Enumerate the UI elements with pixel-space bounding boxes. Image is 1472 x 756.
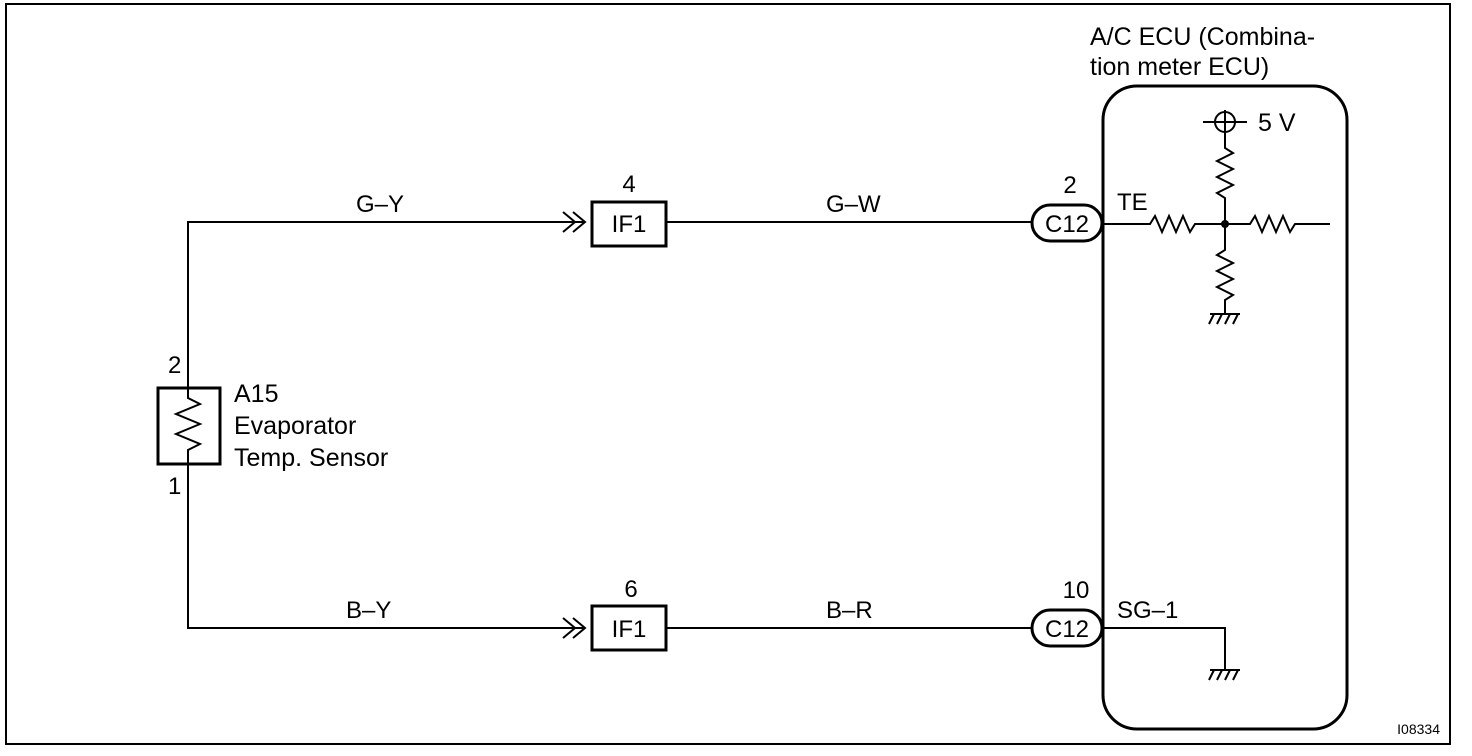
sensor-name-line1: Evaporator <box>234 412 356 440</box>
sensor-pin-2: 2 <box>168 352 181 379</box>
sensor-resistor-symbol <box>173 388 203 464</box>
connector-c12-top-label: C12 <box>1045 211 1089 238</box>
wire-g-y <box>187 221 584 388</box>
junction-if1-bottom-label: IF1 <box>612 616 647 643</box>
connector-arrow-bottom <box>562 617 587 639</box>
connector-pin-10: 10 <box>1063 577 1090 604</box>
ecu-outline <box>1101 84 1349 731</box>
pullup-resistor <box>1214 132 1236 224</box>
junction-if1-top-label: IF1 <box>612 211 647 238</box>
wire-b-y <box>187 464 584 629</box>
connector-c12-bottom-label: C12 <box>1045 616 1089 643</box>
supply-5v-cross <box>1203 110 1247 134</box>
ecu-title-line1: A/C ECU (Combina- <box>1090 23 1315 51</box>
sensor-name-line2: Temp. Sensor <box>234 444 388 472</box>
wire-label-g-y: G–Y <box>356 191 404 218</box>
sg1-ground-wire <box>1102 627 1226 670</box>
wire-label-b-r: B–R <box>826 597 873 624</box>
te-right-resistor <box>1225 213 1330 235</box>
junction-if1-top <box>590 200 668 248</box>
sensor-code: A15 <box>234 380 278 408</box>
diagram-frame <box>5 3 1451 745</box>
figure-id: I08334 <box>1397 721 1440 737</box>
ground-symbol-top <box>1208 313 1240 325</box>
junction-pin-6: 6 <box>624 576 637 603</box>
te-terminal-label: TE <box>1117 189 1148 216</box>
connector-arrow-top <box>562 211 587 233</box>
wire-label-g-w: G–W <box>826 191 881 218</box>
supply-5v-label: 5 V <box>1258 109 1296 137</box>
sensor-pin-1: 1 <box>168 473 181 500</box>
junction-pin-4: 4 <box>622 171 635 198</box>
ground-symbol-bottom <box>1208 669 1240 681</box>
sg1-terminal-label: SG–1 <box>1117 597 1178 624</box>
pulldown-resistor <box>1214 224 1236 314</box>
wire-label-b-y: B–Y <box>346 597 391 624</box>
te-input-resistor <box>1102 213 1225 235</box>
ecu-title-line2: tion meter ECU) <box>1090 53 1269 81</box>
connector-pin-2: 2 <box>1063 172 1076 199</box>
